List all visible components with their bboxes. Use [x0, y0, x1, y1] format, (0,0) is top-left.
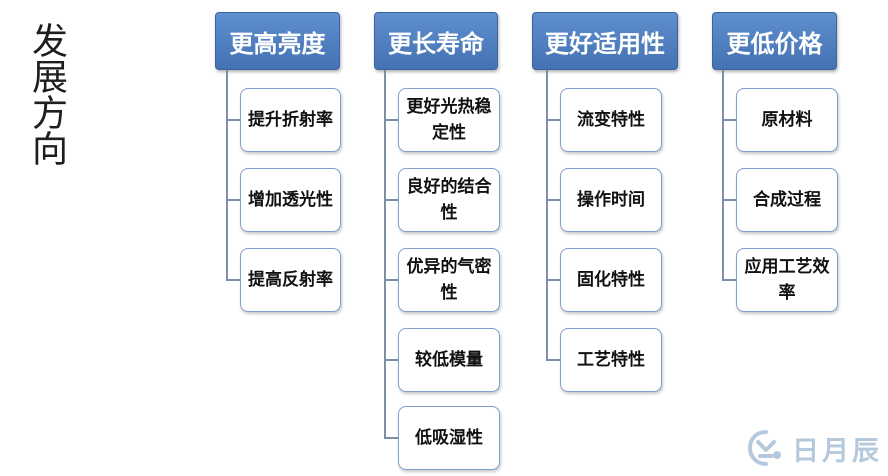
connector-branch: [546, 119, 560, 121]
connector-branch: [722, 279, 736, 281]
column-header: 更低价格: [712, 12, 837, 70]
diagram-node: 提高反射率: [240, 248, 341, 312]
connector-line: [384, 70, 386, 439]
diagram-node: 较低模量: [398, 328, 500, 392]
diagram-node: 应用工艺效率: [736, 248, 838, 312]
connector-branch: [384, 359, 398, 361]
diagram-node: 原材料: [736, 88, 838, 152]
column-lifetime: 更长寿命 更好光热稳定性 良好的结合性 优异的气密性 较低模量 低吸湿性: [374, 12, 500, 476]
watermark-text: 日月辰: [792, 435, 882, 467]
connector-branch: [384, 279, 398, 281]
connector-line: [722, 70, 724, 281]
connector-branch: [226, 199, 240, 201]
column-brightness: 更高亮度 提升折射率 增加透光性 提高反射率: [215, 12, 341, 476]
connector-branch: [546, 359, 560, 361]
diagram-node: 工艺特性: [560, 328, 662, 392]
column-cost: 更低价格 原材料 合成过程 应用工艺效率: [712, 12, 838, 476]
connector-branch: [384, 437, 398, 439]
column-header: 更好适用性: [532, 12, 678, 70]
diagram-node: 流变特性: [560, 88, 662, 152]
connector-line: [546, 70, 548, 361]
diagram-node: 提升折射率: [240, 88, 341, 152]
diagram-node: 良好的结合性: [398, 168, 500, 232]
diagram-node: 合成过程: [736, 168, 838, 232]
connector-branch: [546, 279, 560, 281]
watermark: 日月辰: [746, 426, 882, 470]
column-header: 更长寿命: [374, 12, 498, 70]
connector-branch: [226, 279, 240, 281]
column-header: 更高亮度: [215, 12, 340, 70]
connector-line: [226, 70, 228, 281]
brand-logo-icon: [747, 430, 781, 466]
connector-branch: [546, 199, 560, 201]
connector-branch: [226, 119, 240, 121]
diagram-node: 优异的气密性: [398, 248, 500, 312]
page-title: 发展方向: [26, 22, 67, 166]
diagram-node: 固化特性: [560, 248, 662, 312]
column-applicability: 更好适用性 流变特性 操作时间 固化特性 工艺特性: [532, 12, 678, 476]
diagram-node: 操作时间: [560, 168, 662, 232]
connector-branch: [722, 199, 736, 201]
diagram-node: 更好光热稳定性: [398, 88, 500, 152]
connector-branch: [722, 119, 736, 121]
connector-branch: [384, 119, 398, 121]
diagram-node: 低吸湿性: [398, 406, 500, 470]
connector-branch: [384, 199, 398, 201]
diagram-node: 增加透光性: [240, 168, 341, 232]
